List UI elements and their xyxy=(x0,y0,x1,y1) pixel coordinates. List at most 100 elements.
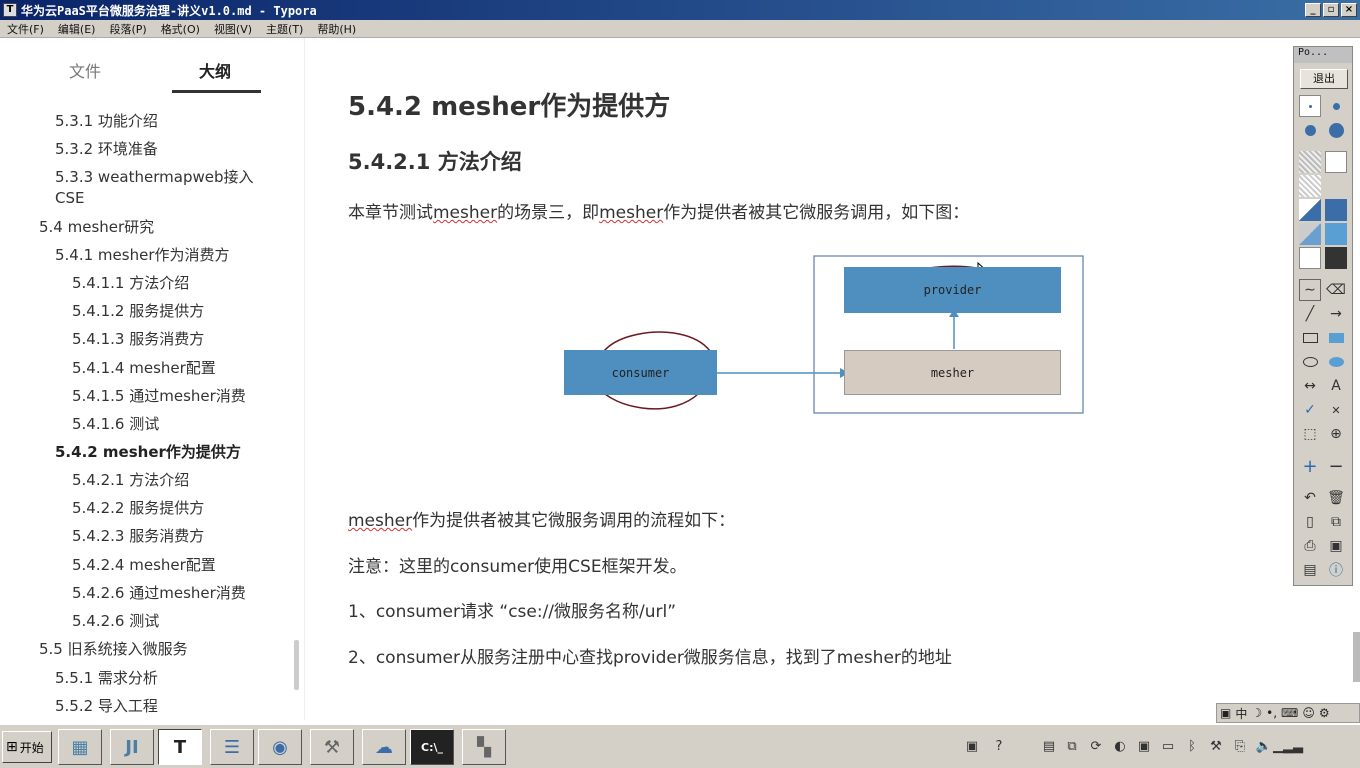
check-icon[interactable]: ✓ xyxy=(1304,402,1316,418)
color-white-icon[interactable] xyxy=(1299,247,1321,269)
tray-display-icon[interactable]: ▭ xyxy=(1161,738,1175,754)
tray-window-icon[interactable]: ▣ xyxy=(965,738,979,754)
copy-icon[interactable]: ⧉ xyxy=(1331,514,1341,530)
outline-item[interactable]: 5.4.2.6 测试 xyxy=(72,612,160,630)
filled-ellipse-icon[interactable] xyxy=(1325,351,1347,373)
menu-format[interactable]: 格式(O) xyxy=(160,22,200,36)
ellipse-icon[interactable] xyxy=(1299,351,1321,373)
fill-blue-icon[interactable] xyxy=(1325,199,1347,221)
outline-item[interactable]: 5.4.1.3 服务消费方 xyxy=(72,330,205,348)
tray-network-icon[interactable]: ◐ xyxy=(1114,738,1126,754)
outline-item[interactable]: 5.4.1 mesher作为消费方 xyxy=(55,246,230,264)
bluetooth-icon[interactable]: ᛒ xyxy=(1188,738,1196,754)
outline-item[interactable]: 5.5.1 需求分析 xyxy=(55,669,158,687)
tab-files[interactable]: 文件 xyxy=(69,62,102,81)
menu-help[interactable]: 帮助(H) xyxy=(317,22,357,36)
punctuation-icon[interactable]: •, xyxy=(1266,706,1278,720)
filled-rectangle-icon[interactable] xyxy=(1325,327,1347,349)
undo-icon[interactable]: ↶ xyxy=(1304,490,1316,506)
outline-item[interactable]: 5.4.1.1 方法介绍 xyxy=(72,274,190,292)
tray-help-icon[interactable]: ? xyxy=(995,738,1003,754)
outline-item-active[interactable]: 5.4.2 mesher作为提供方 xyxy=(55,443,241,461)
save-icon[interactable]: ▣ xyxy=(1329,538,1343,554)
new-page-icon[interactable]: ▯ xyxy=(1306,514,1314,530)
restore-button[interactable]: ▫ xyxy=(1323,3,1339,17)
exit-button[interactable]: 退出 xyxy=(1300,69,1348,89)
outline-item[interactable]: CSE xyxy=(55,189,85,207)
tray-device-icon[interactable]: ⎘ xyxy=(1234,738,1246,754)
tray-windows-icon[interactable]: ⧉ xyxy=(1067,738,1077,754)
color-black-icon[interactable] xyxy=(1325,247,1347,269)
minimize-button[interactable]: _ xyxy=(1305,3,1321,17)
light-texture-icon[interactable] xyxy=(1299,175,1321,197)
tray-sync-icon[interactable]: ⟳ xyxy=(1090,738,1102,754)
taskbar-app-browser-icon[interactable]: ◉ xyxy=(258,729,302,765)
editor-scrollbar[interactable] xyxy=(1353,632,1360,682)
signal-icon[interactable]: ▁▂▃ xyxy=(1273,738,1303,754)
texture-icon[interactable] xyxy=(1299,151,1321,173)
outline-item[interactable]: 5.3.2 环境准备 xyxy=(55,140,158,158)
close-button[interactable]: × xyxy=(1341,3,1357,17)
cross-icon[interactable]: ✕ xyxy=(1331,403,1341,417)
ime-logo-icon[interactable]: ▣ xyxy=(1220,706,1232,720)
outline-item[interactable]: 5.4.2.3 服务消费方 xyxy=(72,527,205,545)
tray-app-icon[interactable]: ▣ xyxy=(1137,738,1151,754)
menu-view[interactable]: 视图(V) xyxy=(213,22,253,36)
outline-item[interactable]: 5.4.1.6 测试 xyxy=(72,415,160,433)
dot-large-icon[interactable] xyxy=(1299,119,1321,141)
settings-icon[interactable]: ⚙ xyxy=(1318,706,1330,720)
dot-medium-icon[interactable] xyxy=(1325,95,1347,117)
eraser-icon[interactable]: ⌫ xyxy=(1326,282,1346,298)
select-area-icon[interactable]: ⬚ xyxy=(1303,426,1317,442)
blank-texture-icon[interactable] xyxy=(1325,151,1347,173)
tray-fix-icon[interactable]: ⚒ xyxy=(1210,738,1222,754)
outline-item[interactable]: 5.4.1.5 通过mesher消费 xyxy=(72,387,246,405)
menu-edit[interactable]: 编辑(E) xyxy=(57,22,96,36)
user-icon[interactable]: ☺ xyxy=(1302,706,1315,720)
arrow-icon[interactable]: → xyxy=(1330,306,1342,322)
start-button[interactable]: ⊞ 开始 xyxy=(2,731,52,763)
outline-item[interactable]: 5.4.2.4 mesher配置 xyxy=(72,556,216,574)
tray-monitor-icon[interactable]: ▤ xyxy=(1042,738,1056,754)
outline-item[interactable]: 5.4.2.1 方法介绍 xyxy=(72,471,190,489)
fill-half-icon[interactable] xyxy=(1299,199,1321,221)
taskbar-app-editor-icon[interactable]: ☰ xyxy=(210,729,254,765)
taskbar-app-cloud-icon[interactable]: ☁ xyxy=(362,729,406,765)
taskbar-app-intellij-icon[interactable]: JI xyxy=(110,729,154,765)
outline-item[interactable]: 5.5.2 导入工程 xyxy=(55,697,158,715)
taskbar-app-explorer-icon[interactable]: ▦ xyxy=(58,729,102,765)
taskbar-app-tools-icon[interactable]: ⚒ xyxy=(310,729,354,765)
image-icon[interactable]: ▤ xyxy=(1303,562,1317,578)
taskbar-app-typora-icon[interactable]: T xyxy=(158,729,202,765)
fill-light-icon[interactable] xyxy=(1299,223,1321,245)
taskbar-app-palette-icon[interactable]: ▚ xyxy=(462,729,506,765)
keyboard-icon[interactable]: ⌨ xyxy=(1281,706,1299,720)
outline-item[interactable]: 5.3.1 功能介绍 xyxy=(55,112,158,130)
dot-xlarge-icon[interactable] xyxy=(1325,119,1347,141)
freehand-pen-icon[interactable]: ∼ xyxy=(1299,279,1321,301)
outline-item[interactable]: 5.4 mesher研究 xyxy=(39,218,155,236)
line-icon[interactable]: ╱ xyxy=(1305,306,1315,322)
outline-item[interactable]: 5.4.1.4 mesher配置 xyxy=(72,359,216,377)
moon-icon[interactable]: ☽ xyxy=(1251,706,1263,720)
dot-small-icon[interactable] xyxy=(1299,95,1321,117)
fill-lightblue-icon[interactable] xyxy=(1325,223,1347,245)
double-arrow-icon[interactable]: ↔ xyxy=(1304,378,1316,394)
zoom-icon[interactable]: ⊕ xyxy=(1330,426,1342,442)
outline-item[interactable]: 5.3.3 weathermapweb接入 xyxy=(55,168,254,186)
tab-outline[interactable]: 大纲 xyxy=(199,62,232,81)
zoom-in-icon[interactable]: + xyxy=(1302,455,1318,477)
trash-icon[interactable]: 🗑 xyxy=(1327,490,1345,506)
sidebar-scrollbar[interactable] xyxy=(294,640,299,690)
outline-item[interactable]: 5.4.2.6 通过mesher消费 xyxy=(72,584,246,602)
outline-item[interactable]: 5.4.1.2 服务提供方 xyxy=(72,302,205,320)
zoom-out-icon[interactable]: − xyxy=(1328,455,1344,477)
volume-icon[interactable]: 🔈 xyxy=(1255,738,1273,754)
outline-item[interactable]: 5.4.2.2 服务提供方 xyxy=(72,499,205,517)
info-icon[interactable]: ⓘ xyxy=(1329,563,1343,579)
print-icon[interactable]: ⎙ xyxy=(1304,538,1316,554)
rectangle-icon[interactable] xyxy=(1299,327,1321,349)
editor-content[interactable]: 5.4.2 mesher作为提供方 5.4.2.1 方法介绍 本章节测试mesh… xyxy=(306,38,1290,720)
taskbar-app-terminal-icon[interactable]: C:\_ xyxy=(410,729,454,765)
ime-mode[interactable]: 中 xyxy=(1235,706,1248,721)
